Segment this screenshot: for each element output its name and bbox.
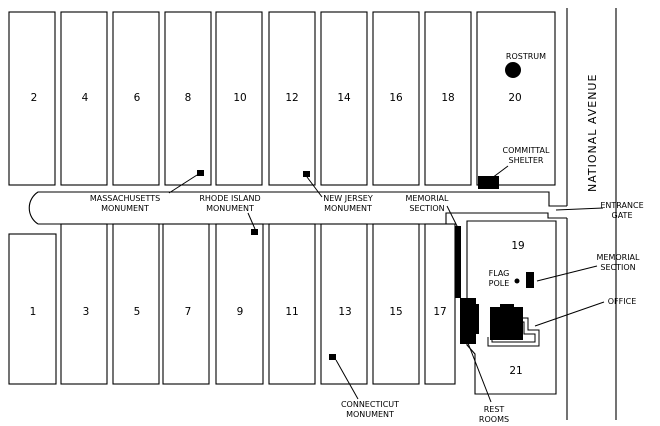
rest-rooms-marker-b [469, 304, 479, 334]
committal-shelter-pointer [491, 165, 509, 179]
section-3 [60, 223, 108, 385]
memorial-section-right-marker [526, 272, 534, 288]
rostrum-label: ROSTRUM [506, 52, 546, 61]
section-6-number: 6 [134, 92, 141, 104]
flag-pole-label-line2: POLE [489, 279, 510, 288]
section-1 [8, 233, 57, 385]
section-17-number: 17 [433, 306, 446, 318]
road-upper-edge [28, 191, 567, 225]
connecticut-monument-pointer [335, 359, 359, 400]
section-12 [268, 11, 316, 186]
committal-shelter-label-line2: SHELTER [508, 156, 543, 165]
section-3-number: 3 [83, 306, 90, 318]
section-19-number: 19 [511, 240, 524, 252]
flag-pole-label-line1: FLAG [489, 269, 510, 278]
section-10-number: 10 [233, 92, 246, 104]
section-9-number: 9 [237, 306, 244, 318]
section-6 [112, 11, 160, 186]
flag-pole-marker [514, 278, 520, 284]
entrance-gate-label-line1: ENTRANCE [600, 201, 643, 210]
massachusetts-monument-marker [197, 170, 204, 176]
entrance-gate-label-line2: GATE [612, 211, 633, 220]
office-pointer [534, 301, 605, 327]
section-4-number: 4 [82, 92, 89, 104]
office-building-wing [500, 304, 514, 312]
section-16-number: 16 [389, 92, 403, 104]
rhode-island-monument-label-line2: MONUMENT [206, 204, 254, 213]
section-8 [164, 11, 212, 186]
rhode-island-monument-label-line1: RHODE ISLAND [199, 194, 260, 203]
office-driveway-inner [491, 321, 536, 343]
national-avenue-label: NATIONAL AVENUE [586, 74, 599, 192]
section-11-number: 11 [285, 306, 298, 318]
new-jersey-monument-label-line2: MONUMENT [324, 204, 372, 213]
section-14-number: 14 [337, 92, 351, 104]
section-13 [320, 223, 368, 385]
section-10 [215, 11, 263, 186]
section-17 [424, 223, 456, 385]
new-jersey-monument-marker [303, 171, 310, 177]
section-16 [372, 11, 420, 186]
rest-rooms-label-line2: ROOMS [479, 415, 509, 424]
office-building [490, 307, 523, 340]
office-driveway [487, 317, 540, 347]
memorial-section-top-pointer [446, 205, 459, 229]
section-4 [60, 11, 108, 186]
section-8-number: 8 [185, 92, 192, 104]
section-7-number: 7 [185, 306, 192, 318]
section-2-number: 2 [31, 92, 38, 104]
section-12-number: 12 [285, 92, 298, 104]
entrance-gate-pointer [555, 207, 604, 211]
rhode-island-monument-marker [251, 229, 258, 235]
section-9 [215, 223, 264, 385]
rhode-island-monument-pointer [247, 212, 256, 230]
section-13-number: 13 [338, 306, 351, 318]
connecticut-monument-marker [329, 354, 336, 360]
rostrum-marker [505, 62, 521, 78]
memorial-section-top-label-line1: MEMORIAL [405, 194, 449, 203]
section-2 [8, 11, 56, 186]
section-11 [268, 223, 316, 385]
rest-rooms-pointer [465, 337, 492, 403]
office-label: OFFICE [608, 297, 637, 306]
section-21-number: 21 [509, 365, 522, 377]
committal-shelter-label-line1: COMMITTAL [503, 146, 551, 155]
section-1-number: 1 [30, 306, 37, 318]
memorial-section-strip [455, 226, 461, 298]
memorial-section-right-label-line2: SECTION [600, 263, 635, 272]
new-jersey-monument-pointer [306, 176, 323, 198]
memorial-section-top-label-line2: SECTION [409, 204, 444, 213]
section-20-number: 20 [508, 92, 521, 104]
new-jersey-monument-label-line1: NEW JERSEY [323, 194, 373, 203]
connecticut-monument-label-line2: MONUMENT [346, 410, 394, 419]
massachusetts-monument-label-line2: MONUMENT [101, 204, 149, 213]
connecticut-monument-label-line1: CONNECTICUT [341, 400, 399, 409]
section-5 [112, 223, 160, 385]
rest-rooms-label-line1: REST [484, 405, 505, 414]
section-7 [162, 223, 210, 385]
massachusetts-monument-label-line1: MASSACHUSETTS [90, 194, 160, 203]
memorial-section-right-label-line1: MEMORIAL [596, 253, 640, 262]
section-18-number: 18 [441, 92, 454, 104]
section-15-number: 15 [389, 306, 402, 318]
section-14 [320, 11, 368, 186]
section-15 [372, 223, 420, 385]
memorial-section-right-pointer [536, 265, 598, 282]
committal-shelter-marker [478, 176, 499, 189]
section-20 [476, 11, 556, 186]
section-5-number: 5 [134, 306, 141, 318]
massachusetts-monument-pointer [168, 174, 198, 194]
section-18 [424, 11, 472, 186]
